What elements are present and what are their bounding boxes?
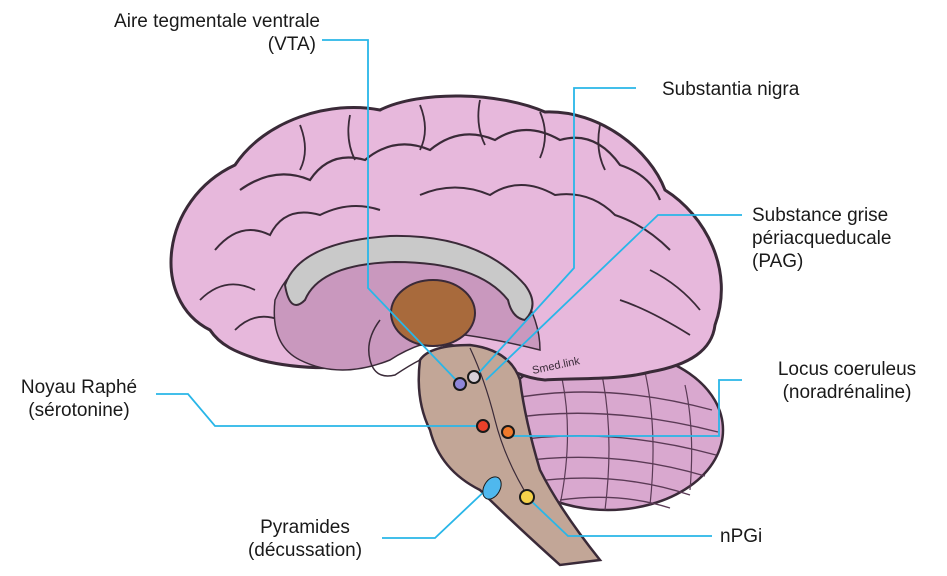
label-raphe: Noyau Raphé (sérotonine): [4, 376, 154, 422]
brainstem: [417, 343, 603, 567]
label-pyramides-line2: (décussation): [247, 540, 363, 561]
npgi-dot: [519, 489, 535, 505]
label-pag-line1: Substance grise: [752, 205, 889, 226]
label-substantia-nigra-line1: Substantia nigra: [662, 79, 800, 100]
label-locus-line1: Locus coeruleus: [777, 359, 917, 380]
label-vta: Aire tegmentale ventrale (VTA): [60, 10, 320, 56]
pyramid-marker: [482, 476, 502, 500]
label-pag-line3: (PAG): [752, 251, 804, 272]
thalamus: [390, 279, 476, 347]
vta-dot: [453, 377, 467, 391]
label-vta-line1: Aire tegmentale ventrale: [114, 11, 320, 32]
label-npgi-line1: nPGi: [720, 526, 763, 547]
corpus-callosum: [283, 234, 534, 322]
raphe-dot: [476, 419, 490, 433]
label-pyramides-line1: Pyramides: [260, 517, 350, 538]
label-raphe-line2: (sérotonine): [28, 400, 130, 421]
label-locus: Locus coeruleus (noradrénaline): [752, 358, 942, 404]
label-raphe-line1: Noyau Raphé: [20, 377, 138, 398]
locus-dot: [501, 425, 515, 439]
label-substantia-nigra: Substantia nigra: [662, 78, 799, 101]
label-locus-line2: (noradrénaline): [782, 382, 912, 403]
label-npgi: nPGi: [720, 525, 762, 548]
label-pag: Substance grise périacqueducale (PAG): [752, 204, 891, 273]
label-pyramides: Pyramides (décussation): [230, 516, 380, 562]
label-vta-line2: (VTA): [267, 34, 316, 55]
substantia-nigra-dot: [467, 370, 481, 384]
leader-lines: [156, 39, 742, 539]
label-pag-line2: périacqueducale: [752, 228, 892, 249]
